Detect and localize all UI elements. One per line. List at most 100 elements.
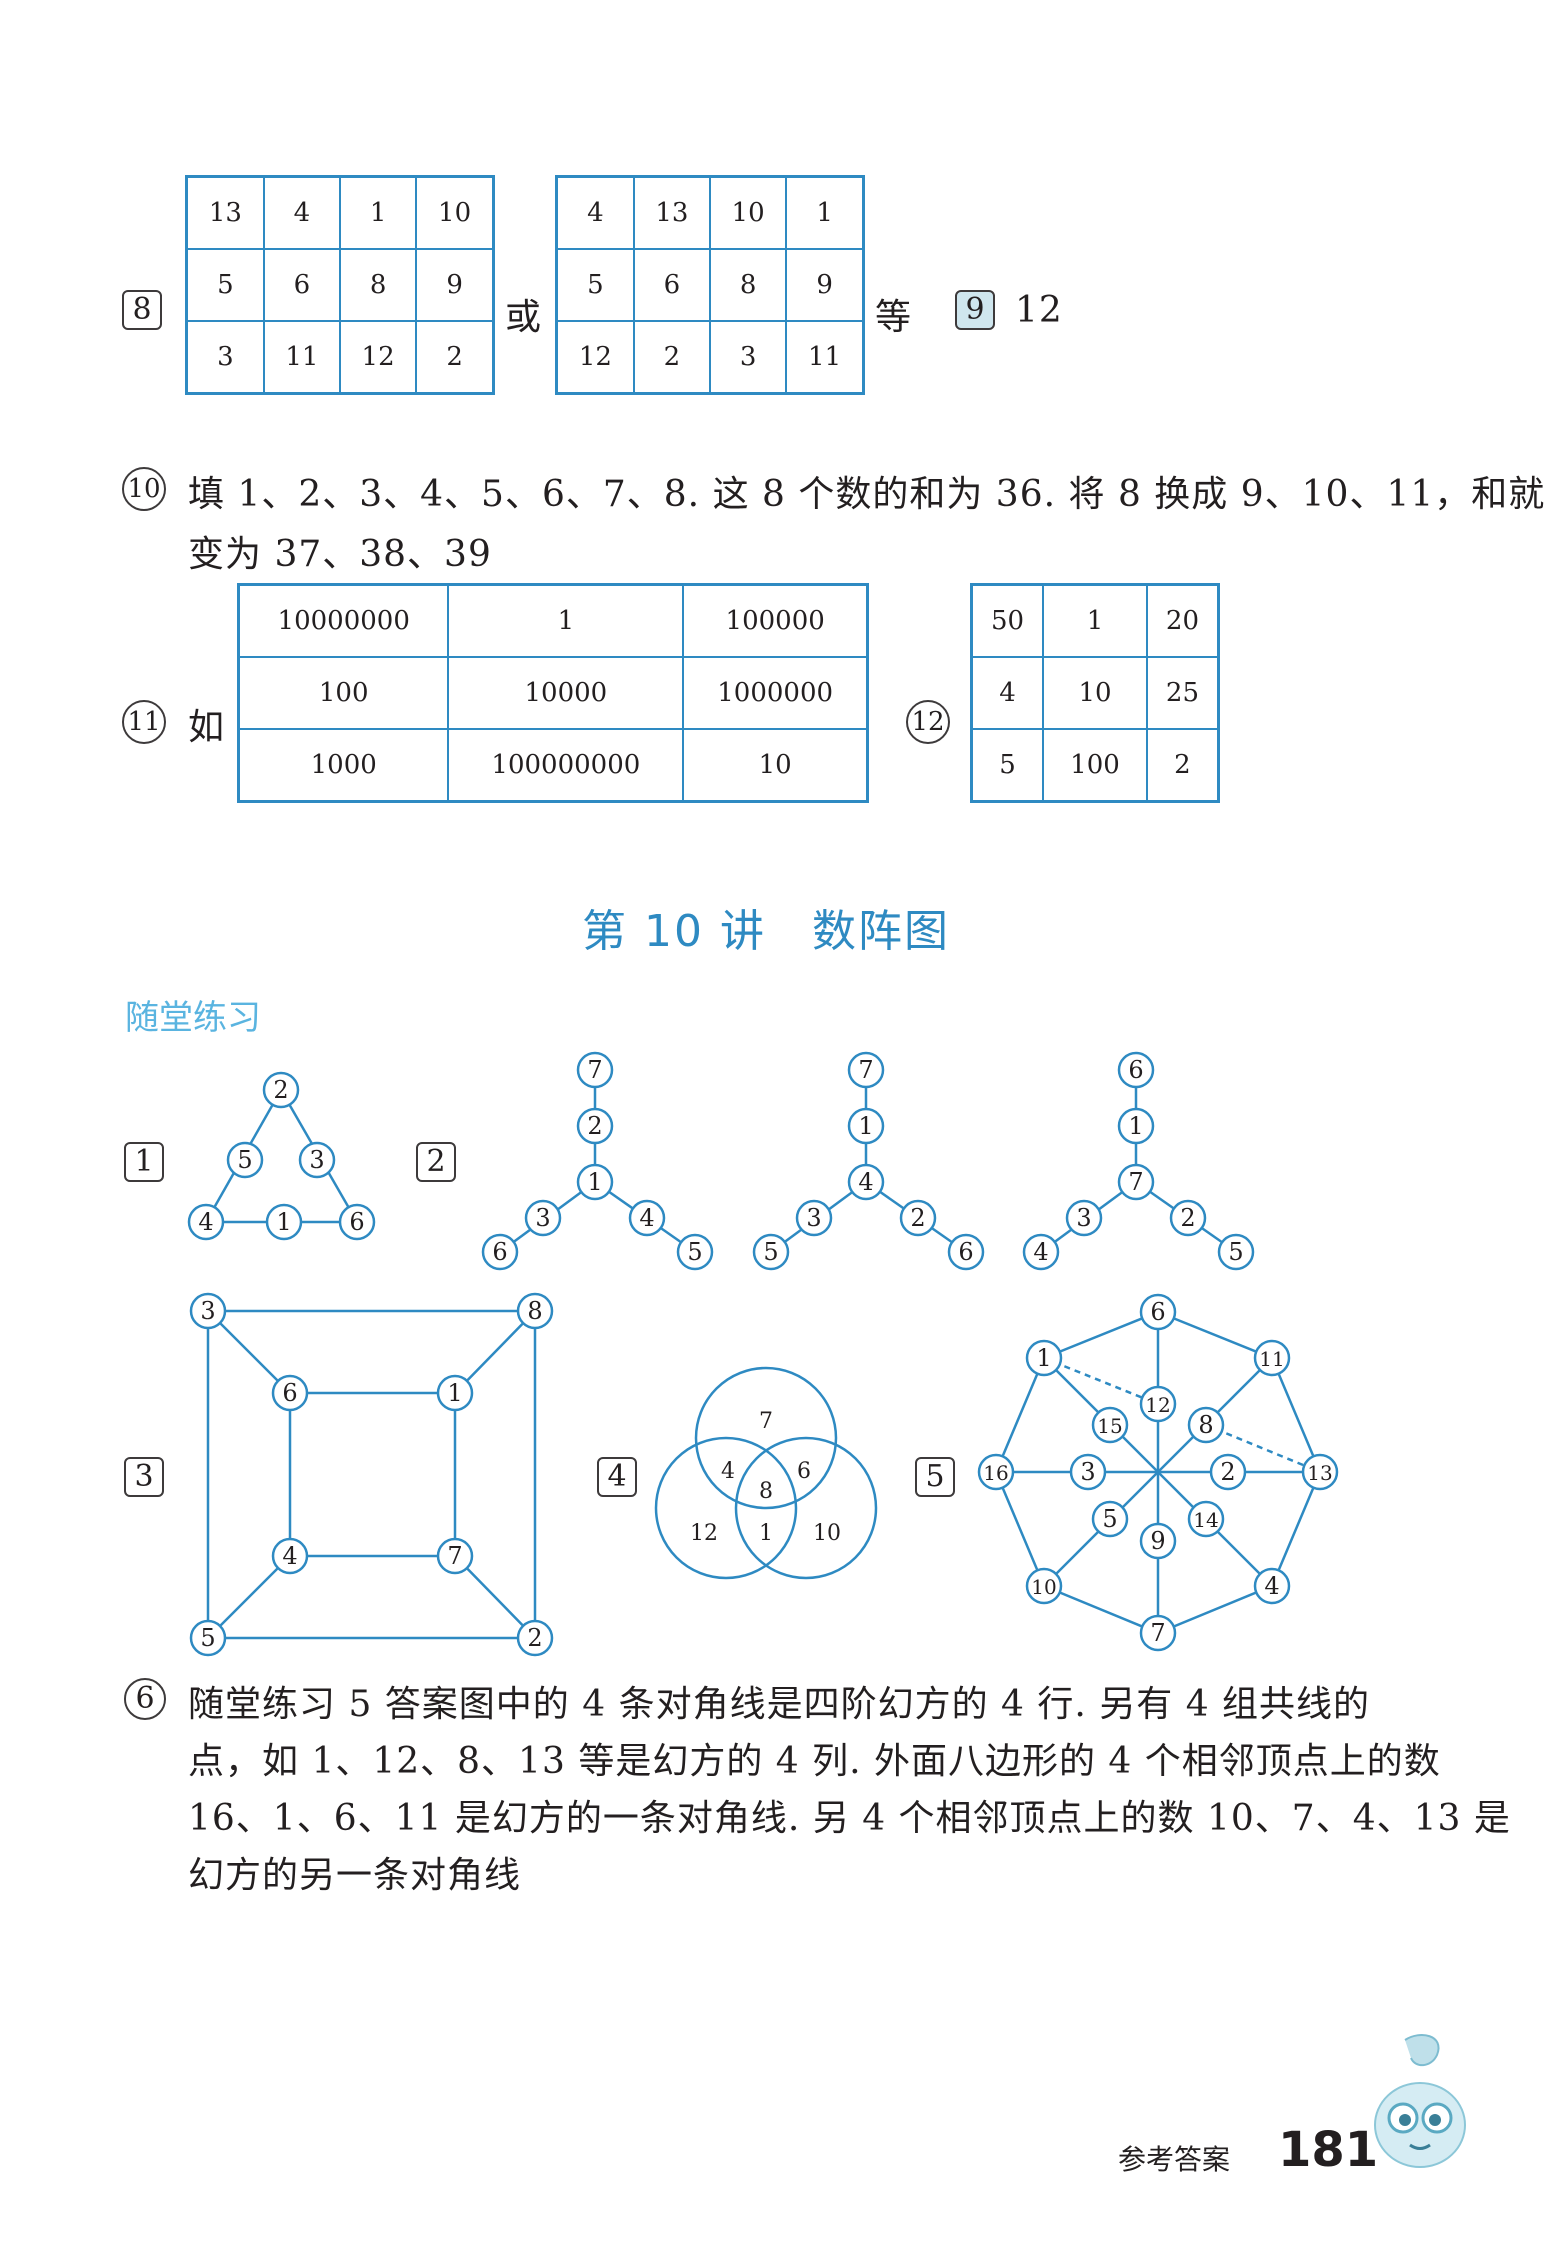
- star-node-label: 5: [763, 1238, 778, 1266]
- product-square-cell: 50: [970, 583, 1045, 659]
- star-node-label: 6: [492, 1238, 507, 1266]
- connector-line: [1043, 1356, 1159, 1406]
- venn-region-label: 4: [721, 1459, 735, 1484]
- star-node-label: 6: [958, 1238, 973, 1266]
- magic-square-a-cell: 3: [185, 319, 265, 395]
- star-center-node-label: 1: [587, 1168, 602, 1196]
- triangle-node-label: 6: [349, 1208, 364, 1236]
- star-node-label: 3: [1076, 1204, 1091, 1232]
- star-node: 6: [947, 1233, 985, 1271]
- connector-line: [1157, 1584, 1273, 1635]
- footer-label: 参考答案: [1118, 2143, 1231, 2176]
- star-node: 7: [847, 1051, 885, 1089]
- octagon-outer-node: 7: [1139, 1614, 1177, 1652]
- octagon-outer-node-label: 4: [1264, 1572, 1279, 1600]
- triangle-node-label: 5: [237, 1146, 252, 1174]
- venn-region-label: 6: [797, 1459, 811, 1484]
- multiplication-square-cell: 1: [447, 583, 685, 659]
- connector-line: [1043, 1310, 1159, 1360]
- magic-square-a-cell: 12: [338, 319, 418, 395]
- p6-line3: 16、1、6、11 是幻方的一条对角线. 另 4 个相邻顶点上的数 10、7、4…: [188, 1798, 1511, 1839]
- octagon-outer-node: 13: [1301, 1453, 1339, 1491]
- connector-line: [994, 1471, 1046, 1587]
- magic-square-b-cell: 3: [708, 319, 788, 395]
- connector-line: [1270, 1471, 1322, 1587]
- product-square-cell: 2: [1145, 727, 1220, 803]
- multiplication-square-cell: 100: [237, 656, 450, 730]
- magic-square-b-cell: 4: [555, 175, 635, 251]
- star-node-label: 2: [587, 1112, 602, 1140]
- magic-square-a-cell: 2: [415, 319, 495, 395]
- product-square-cell: 4: [970, 656, 1045, 730]
- connector-line: [207, 1555, 291, 1639]
- star-node: 3: [524, 1199, 562, 1237]
- cube-node-label: 4: [282, 1542, 297, 1570]
- star-node: 2: [1169, 1199, 1207, 1237]
- octagon-inner-node: 3: [1069, 1453, 1107, 1491]
- star-node-label: 4: [1033, 1238, 1048, 1266]
- p6-line1: 随堂练习 5 答案图中的 4 条对角线是四阶幻方的 4 行. 另有 4 组共线的: [188, 1684, 1371, 1725]
- octagon-outer-node: 6: [1139, 1293, 1177, 1331]
- star-center-node-label: 4: [858, 1168, 873, 1196]
- octagon-inner-node: 12: [1139, 1385, 1177, 1423]
- star-node-label: 3: [535, 1204, 550, 1232]
- star-center-node-label: 7: [1128, 1168, 1143, 1196]
- multiplication-square-cell: 10000000: [237, 583, 450, 659]
- star-node: 5: [752, 1233, 790, 1271]
- magic-square-a-cell: 13: [185, 175, 265, 251]
- magic-square-b-cell: 11: [785, 319, 865, 395]
- product-square-cell: 100: [1042, 727, 1148, 803]
- octagon-outer-node-label: 16: [983, 1461, 1008, 1485]
- cube-node-label: 2: [527, 1624, 542, 1652]
- octagon-outer-node: 1: [1025, 1339, 1063, 1377]
- cube-node: 8: [516, 1292, 554, 1330]
- magic-square-b-cell: 2: [632, 319, 711, 395]
- octagon-inner-node: 14: [1187, 1500, 1225, 1538]
- magic-square-b-cell: 9: [785, 248, 865, 322]
- star-node-label: 7: [587, 1056, 602, 1084]
- problem-number-3: 3: [124, 1457, 164, 1497]
- star-node: 4: [1022, 1233, 1060, 1271]
- q10-line1: 填 1、2、3、4、5、6、7、8. 这 8 个数的和为 36. 将 8 换成 …: [188, 474, 1545, 515]
- connector-line: [207, 1310, 291, 1394]
- octagon-outer-node: 11: [1253, 1339, 1291, 1377]
- cube-node: 6: [271, 1374, 309, 1412]
- star-node-label: 2: [1180, 1204, 1195, 1232]
- octagon-inner-node-label: 14: [1193, 1508, 1218, 1532]
- star-node-label: 5: [1228, 1238, 1243, 1266]
- star-node-label: 3: [806, 1204, 821, 1232]
- cube-node-label: 6: [282, 1379, 297, 1407]
- magic-square-a-cell: 8: [338, 248, 418, 322]
- cube-node: 7: [436, 1537, 474, 1575]
- star-node-label: 5: [687, 1238, 702, 1266]
- star-node: 3: [1065, 1199, 1103, 1237]
- octagon-inner-node-label: 5: [1102, 1505, 1117, 1533]
- connector-line: [1157, 1310, 1273, 1360]
- connector-line: [454, 1555, 536, 1639]
- star-node: 1: [1117, 1107, 1155, 1145]
- octagon-outer-node-label: 13: [1307, 1461, 1332, 1485]
- cube-node-label: 1: [447, 1379, 462, 1407]
- magic-square-a-cell: 5: [185, 248, 265, 322]
- product-square-cell: 1: [1042, 583, 1148, 659]
- q10-line2: 变为 37、38、39: [188, 534, 492, 575]
- magic-square-b-cell: 6: [632, 248, 711, 322]
- venn-circle: [694, 1366, 838, 1510]
- star-node: 7: [576, 1051, 614, 1089]
- connector-line: [994, 1357, 1046, 1473]
- octagon-inner-node-label: 2: [1220, 1458, 1235, 1486]
- section-title: 随堂练习: [125, 998, 261, 1038]
- product-square-cell: 5: [970, 727, 1045, 803]
- star-node: 5: [676, 1233, 714, 1271]
- multiplication-square-cell: 1000000: [682, 656, 869, 730]
- octagon-inner-node: 5: [1091, 1500, 1129, 1538]
- magic-square-a-cell: 4: [262, 175, 341, 251]
